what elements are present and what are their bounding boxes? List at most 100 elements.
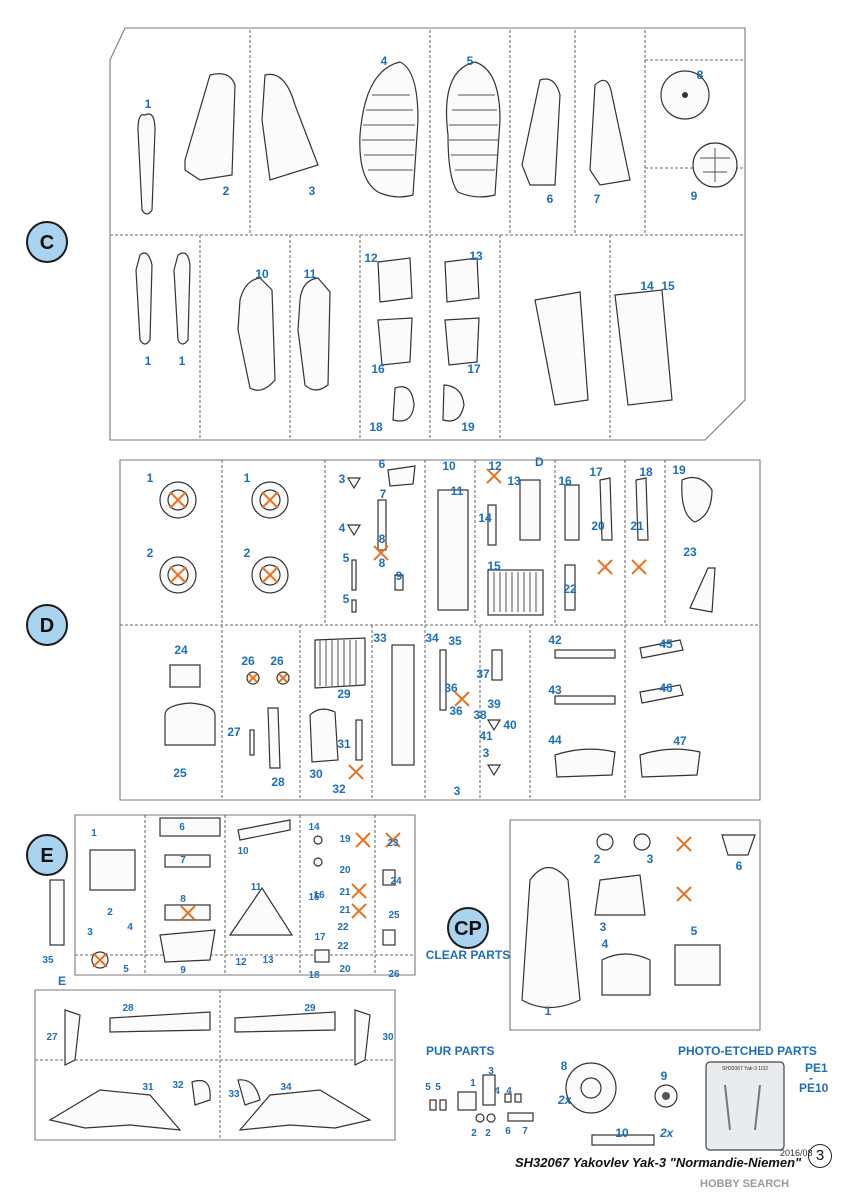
part-number-d-24: 24 bbox=[174, 643, 188, 657]
part-number-e-5: 5 bbox=[123, 964, 129, 975]
svg-text:E: E bbox=[40, 845, 53, 867]
part-number-d-43: 43 bbox=[548, 683, 562, 697]
part-number-d-17: 17 bbox=[589, 465, 603, 479]
part-d30 bbox=[309, 708, 339, 763]
footer: 2016/08 SH32067 Yakovlev Yak-3 "Normandi… bbox=[0, 1140, 853, 1200]
sprue-c bbox=[109, 27, 746, 441]
part-number-d-21: 21 bbox=[630, 519, 644, 533]
part-number-d-13: 13 bbox=[507, 474, 521, 488]
pe-range-end: PE10 bbox=[799, 1081, 829, 1095]
part-number-e-3: 3 bbox=[87, 927, 93, 938]
part-c6 bbox=[521, 78, 561, 186]
part-number-d-29: 29 bbox=[337, 687, 351, 701]
part-number-c-1: 1 bbox=[179, 354, 186, 368]
part-number-c-5: 5 bbox=[467, 54, 474, 68]
part-number-pur-1: 1 bbox=[470, 1078, 476, 1089]
part-cp1 bbox=[521, 866, 581, 1009]
part-number-d-36: 36 bbox=[449, 704, 463, 718]
part-number-d-5: 5 bbox=[343, 592, 350, 606]
part-number-cp-3: 3 bbox=[647, 852, 654, 866]
part-c13 bbox=[444, 257, 480, 303]
part-c1c bbox=[173, 252, 191, 345]
watermark: HOBBY SEARCH bbox=[700, 1178, 790, 1190]
part-number-e-29: 29 bbox=[304, 1003, 316, 1014]
part-number-pur-5: 5 bbox=[425, 1082, 431, 1093]
part-number-d-38: 38 bbox=[473, 708, 487, 722]
part-number-c-1: 1 bbox=[145, 354, 152, 368]
part-number-d-36: 36 bbox=[444, 681, 458, 695]
part-number-d-22: 22 bbox=[563, 582, 577, 596]
part-number-e-22: 22 bbox=[337, 941, 349, 952]
pur-parts: PUR PARTS bbox=[426, 1044, 534, 1123]
svg-text:CP: CP bbox=[454, 918, 482, 940]
part-number-pur-3: 3 bbox=[488, 1066, 494, 1077]
part-number-d-32: 32 bbox=[332, 782, 346, 796]
part-c1b bbox=[135, 252, 153, 345]
part-number-e-21: 21 bbox=[339, 905, 351, 916]
part-number-d-7: 7 bbox=[380, 487, 387, 501]
part-number-e-14: 14 bbox=[308, 822, 320, 833]
print-date: 2016/08 bbox=[780, 1148, 813, 1158]
part-number-d-31: 31 bbox=[337, 737, 351, 751]
part-number-e-16: 16 bbox=[313, 890, 325, 901]
part-number-e-28: 28 bbox=[122, 1003, 134, 1014]
part-number-d-14: 14 bbox=[478, 511, 492, 525]
part-number-c-19: 19 bbox=[461, 420, 475, 434]
sprue-cp bbox=[509, 819, 761, 1031]
part-number-e-17: 17 bbox=[314, 932, 326, 943]
part-number-d-34: 34 bbox=[425, 631, 439, 645]
part-number-c-10: 10 bbox=[255, 267, 269, 281]
part-number-pur-2: 2 bbox=[471, 1128, 477, 1139]
part-number-e-27: 27 bbox=[46, 1032, 58, 1043]
sprue-e: E bbox=[34, 814, 416, 1141]
part-number-e-35: 35 bbox=[42, 955, 54, 966]
part-number-d-46: 46 bbox=[659, 681, 673, 695]
section-badge-e: E bbox=[26, 834, 68, 876]
part-number-e-10: 10 bbox=[237, 846, 249, 857]
part-number-d-2: 2 bbox=[244, 546, 251, 560]
part-number-d-30: 30 bbox=[309, 767, 323, 781]
part-number-d-5: 5 bbox=[343, 551, 350, 565]
part-number-d-35: 35 bbox=[448, 634, 462, 648]
part-c5 bbox=[445, 61, 501, 198]
part-c14 bbox=[534, 291, 589, 406]
svg-text:SH32067 Yak-3 1/32: SH32067 Yak-3 1/32 bbox=[722, 1066, 768, 1072]
pur-parts-title: PUR PARTS bbox=[426, 1044, 494, 1058]
part-c17 bbox=[444, 317, 480, 366]
part-number-e-8: 8 bbox=[180, 894, 186, 905]
part-number-pur-6: 6 bbox=[505, 1126, 511, 1137]
pe-fret bbox=[705, 1061, 785, 1151]
part-number-c-8: 8 bbox=[697, 68, 704, 82]
part-number-pur-4: 4 bbox=[506, 1086, 512, 1097]
part-number-c-6: 6 bbox=[547, 192, 554, 206]
part-number-e-30: 30 bbox=[382, 1032, 394, 1043]
part-number-e-4: 4 bbox=[127, 922, 133, 933]
part-number-c-17: 17 bbox=[467, 362, 481, 376]
part-number-extra-10: 10 bbox=[615, 1126, 629, 1140]
part-c7 bbox=[589, 79, 631, 186]
part-d-wheels bbox=[159, 481, 289, 594]
part-number-d-1: 1 bbox=[147, 471, 154, 485]
part-number-c-18: 18 bbox=[369, 420, 383, 434]
part-number-d-28: 28 bbox=[271, 775, 285, 789]
sprue-d: D bbox=[119, 455, 761, 801]
part-number-d-39: 39 bbox=[487, 697, 501, 711]
part-number-c-1: 1 bbox=[145, 97, 152, 111]
svg-text:D: D bbox=[40, 615, 54, 637]
part-number-d-26: 26 bbox=[270, 654, 284, 668]
kit-title: SH32067 Yakovlev Yak-3 "Normandie-Niemen… bbox=[515, 1155, 802, 1170]
part-number-e-32: 32 bbox=[172, 1080, 184, 1091]
part-number-e-11: 11 bbox=[251, 882, 262, 893]
part-number-e-13: 13 bbox=[262, 955, 274, 966]
part-number-e-20: 20 bbox=[339, 964, 351, 975]
part-number-d-27: 27 bbox=[227, 725, 241, 739]
photo-etched-parts: PHOTO-ETCHED PARTS SH32067 Yak-3 1/32 PE… bbox=[678, 1044, 829, 1151]
part-number-c-14: 14 bbox=[640, 279, 654, 293]
part-c10 bbox=[237, 277, 276, 391]
part-number-e-33: 33 bbox=[228, 1089, 240, 1100]
part-number-e-31: 31 bbox=[142, 1082, 154, 1093]
part-number-e-19: 19 bbox=[339, 834, 351, 845]
part-number-d-6: 6 bbox=[379, 457, 386, 471]
part-c2 bbox=[184, 73, 236, 181]
